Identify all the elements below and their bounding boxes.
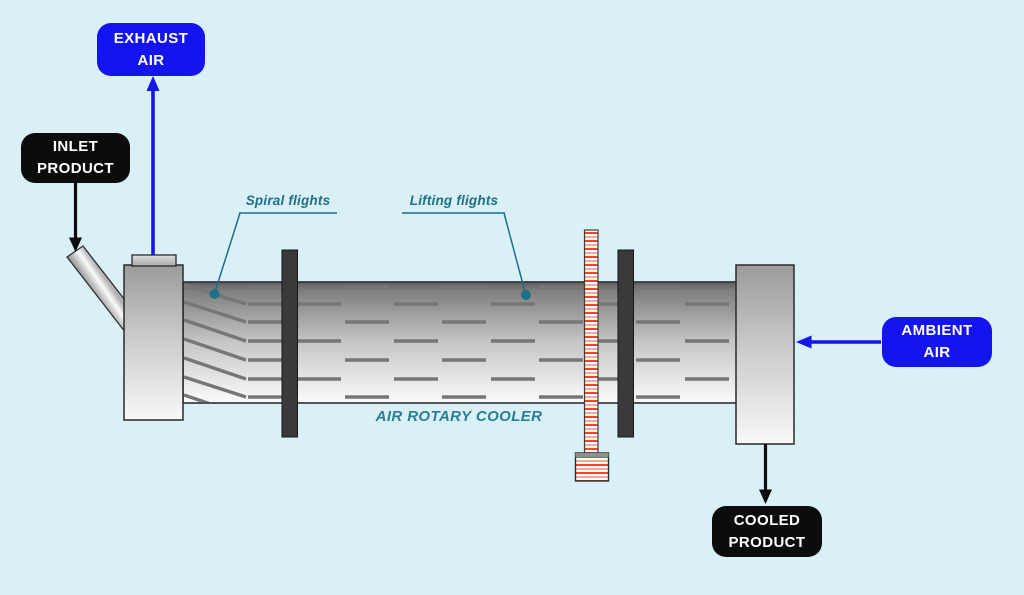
ambient-arrow-head [796, 335, 812, 349]
spiral-flight-diagonal [184, 393, 210, 402]
girth-gear-base-cap [575, 453, 609, 457]
cooled-product-line1: COOLED [733, 511, 801, 529]
feed-head [123, 264, 184, 421]
ambient-air-box: AMBIENT AIR [882, 317, 992, 367]
spiral-leader-dot [209, 289, 220, 299]
spiral-flight-diagonal [184, 337, 247, 362]
exhaust-air-box: EXHAUST AIR [97, 23, 205, 76]
lifting-leader-dot [521, 290, 531, 300]
lifting-leader-line [503, 212, 526, 293]
exhaust-air-line1: EXHAUST [113, 29, 189, 47]
inlet-arrow-head [69, 237, 82, 252]
feed-head-cap [131, 254, 177, 267]
ambient-air-line1: AMBIENT [901, 322, 973, 340]
inlet-product-line2: PRODUCT [37, 160, 114, 177]
exhaust-air-line2: AIR [137, 51, 165, 69]
girth-gear-base [574, 452, 610, 482]
drum-title: AIR ROTARY COOLER [375, 408, 543, 425]
spiral-flight-diagonal [184, 375, 247, 399]
tyre-right [617, 249, 634, 438]
spiral-flights-label: Spiral flights [245, 193, 331, 208]
lifting-flights-label: Lifting flights [409, 193, 499, 208]
inlet-product-box: INLET PRODUCT [21, 133, 130, 183]
cooled-product-line2: PRODUCT [728, 533, 806, 551]
ambient-air-line2: AIR [923, 344, 951, 361]
exhaust-arrow-head [146, 76, 160, 91]
spiral-leader-line [214, 212, 241, 293]
cooled-arrow-head [759, 489, 772, 504]
inlet-product-line1: INLET [52, 138, 99, 156]
discharge-head [735, 264, 795, 445]
girth-gear-column [583, 229, 599, 455]
spiral-flight-diagonal [184, 300, 247, 324]
spiral-flight-diagonal [184, 356, 247, 381]
tyre-left [281, 249, 298, 438]
cooled-product-box: COOLED PRODUCT [712, 506, 822, 557]
spiral-flight-diagonal [184, 318, 247, 343]
